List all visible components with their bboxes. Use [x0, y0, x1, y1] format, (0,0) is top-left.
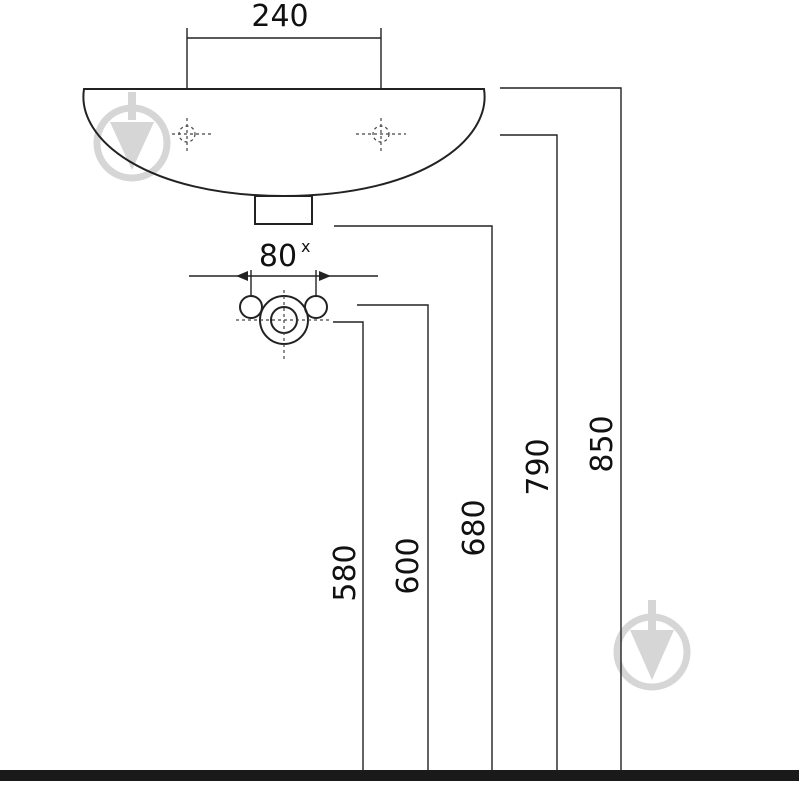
- outlet-spacing-label: 80: [259, 239, 297, 274]
- height-580-label: 580: [328, 544, 363, 601]
- tap-spacing-label: 240: [251, 0, 308, 34]
- height-680-label: 680: [457, 499, 492, 556]
- height-580-dimension: 580: [328, 321, 364, 770]
- height-680-dimension: 680: [334, 225, 493, 770]
- outlet-group: [236, 290, 332, 360]
- outlet-spacing-mark: x: [301, 237, 310, 256]
- height-600-dimension: 600: [357, 304, 429, 770]
- tap-hole-left: [172, 118, 212, 152]
- basin-outline: [82, 88, 486, 225]
- watermark-bottom-right-icon: [613, 600, 691, 691]
- outlet-spacing-dimension: 80 x: [189, 237, 378, 296]
- tap-spacing-dimension: 240: [186, 0, 382, 90]
- watermark-top-left-icon: [93, 92, 171, 182]
- tap-hole-right: [356, 118, 406, 152]
- height-850-dimension: 850: [500, 87, 622, 770]
- floor-line: [0, 770, 799, 781]
- height-790-label: 790: [521, 438, 556, 495]
- height-850-label: 850: [585, 415, 620, 472]
- height-600-label: 600: [391, 537, 426, 594]
- height-790-dimension: 790: [500, 134, 558, 770]
